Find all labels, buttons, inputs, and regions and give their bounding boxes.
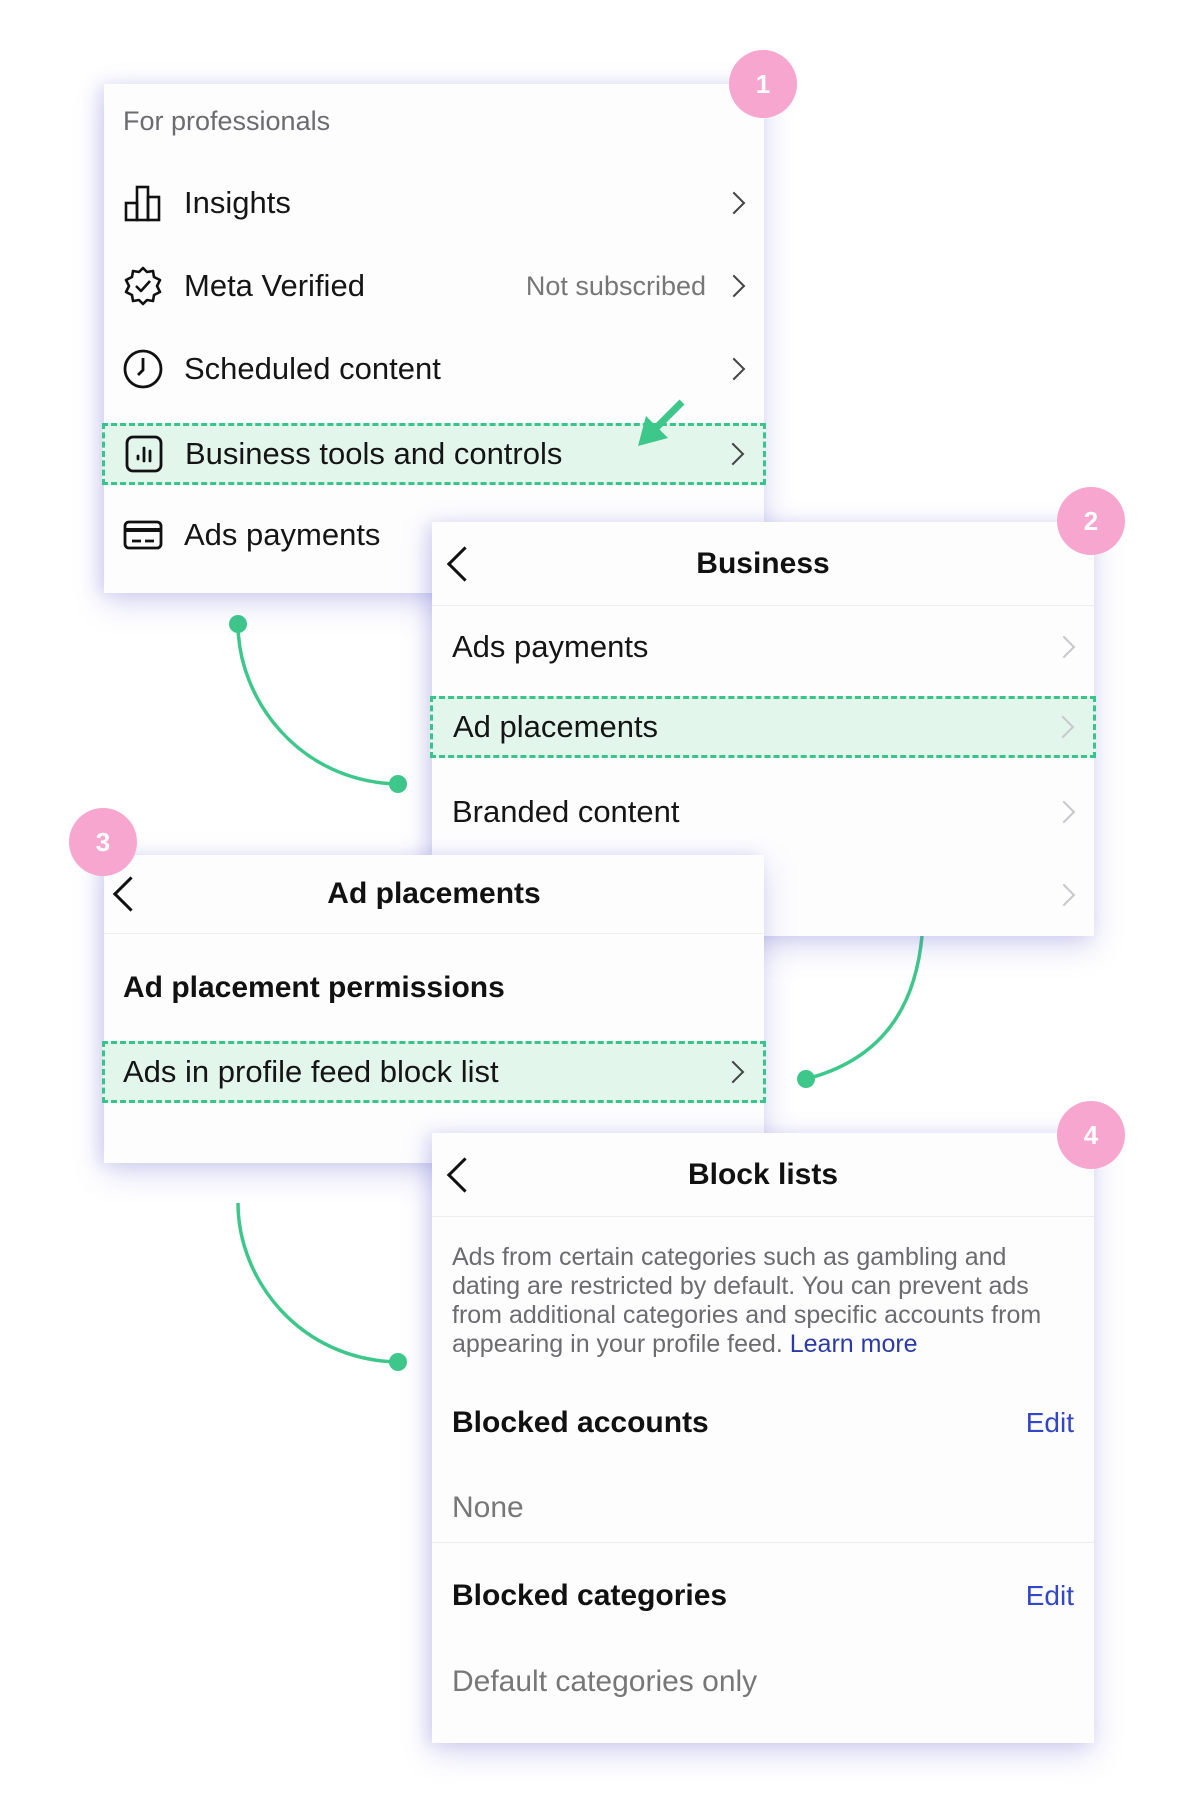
chevron-right-icon [1052,883,1076,906]
subscription-status: Not subscribed [525,270,706,301]
section-heading: Blocked categories [452,1579,728,1612]
chevron-right-icon [721,1060,745,1084]
blocked-categories-header: Blocked categories Edit [432,1568,1094,1624]
menu-item-label: Scheduled content [184,351,441,386]
menu-item-label: Ads in profile feed block list [123,1054,499,1089]
chevron-right-icon [721,442,745,466]
menu-item-ads-payments[interactable]: Ads payments [104,494,764,576]
page-title: Business [696,546,830,580]
chevron-right-icon [722,191,746,215]
clock-icon [122,348,164,390]
menu-item-label: Ads payments [184,517,381,552]
chart-square-icon [123,433,165,475]
ad-placements-panel: Ad placements Ad placement permissions A… [102,855,766,1163]
menu-item-label: Meta Verified [184,268,365,303]
blocked-accounts-value: None [432,1473,1094,1543]
blocked-accounts-text: None [452,1490,524,1524]
menu-item-label: Branded content [452,793,680,829]
section-heading: Ad placement permissions [123,971,505,1004]
block-lists-header: Block lists [432,1133,1094,1217]
menu-item-insights[interactable]: Insights [104,162,764,244]
menu-item-label: Ad placements [453,709,659,744]
menu-item-meta-verified[interactable]: Meta Verified Not subscribed [104,245,764,327]
back-chevron-icon[interactable] [112,876,149,912]
step-badge-4: 4 [1057,1101,1125,1169]
description-text: Ads from certain categories such as gamb… [452,1243,1042,1358]
business-header: Business [432,522,1094,606]
connector-3-4 [236,1202,399,1364]
chevron-right-icon [722,357,746,381]
menu-item-ads-block-list[interactable]: Ads in profile feed block list [102,1041,766,1103]
page-title: Ad placements [327,877,541,910]
verified-badge-icon [122,265,164,307]
edit-blocked-accounts-button[interactable]: Edit [1025,1407,1074,1438]
back-chevron-icon[interactable] [446,1156,483,1193]
blocked-categories-value: Default categories only [432,1647,1094,1717]
menu-item-ads-payments[interactable]: Ads payments [432,605,1094,688]
chevron-right-icon [1051,715,1075,739]
chevron-right-icon [722,274,746,298]
step-badge-1: 1 [729,50,797,118]
menu-item-ad-placements[interactable]: Ad placements [430,696,1096,758]
block-lists-description: Ads from certain categories such as gamb… [452,1243,1060,1359]
blocked-categories-text: Default categories only [452,1665,758,1698]
menu-item-label: Business tools and controls [185,436,563,471]
menu-item-label: Ads payments [452,628,649,664]
bar-chart-icon [122,182,164,224]
block-lists-panel: Block lists Ads from certain categories … [432,1133,1094,1743]
blocked-accounts-header: Blocked accounts Edit [432,1395,1094,1451]
chevron-right-icon [1052,800,1076,823]
section-label: For professionals [123,106,331,136]
ad-placements-header: Ad placements [104,855,764,934]
connector-2-3 [805,935,924,1081]
step-badge-3: 3 [69,808,137,876]
credit-card-icon [122,514,164,556]
learn-more-link[interactable]: Learn more [789,1330,918,1358]
pointer-arrow-icon [638,399,685,446]
step-badge-2: 2 [1057,487,1125,555]
connector-1-2 [236,623,399,786]
menu-item-business-tools[interactable]: Business tools and controls [102,423,766,485]
chevron-right-icon [1052,635,1076,658]
page-title: Block lists [687,1157,839,1191]
back-chevron-icon[interactable] [446,545,483,582]
menu-item-scheduled-content[interactable]: Scheduled content [104,328,764,410]
section-heading: Blocked accounts [452,1406,709,1439]
edit-blocked-categories-button[interactable]: Edit [1025,1580,1074,1611]
professional-menu-panel: For professionals Insights Meta Verified… [102,84,766,593]
menu-item-branded-content[interactable]: Branded content [432,770,1094,853]
menu-item-label: Insights [184,185,291,220]
